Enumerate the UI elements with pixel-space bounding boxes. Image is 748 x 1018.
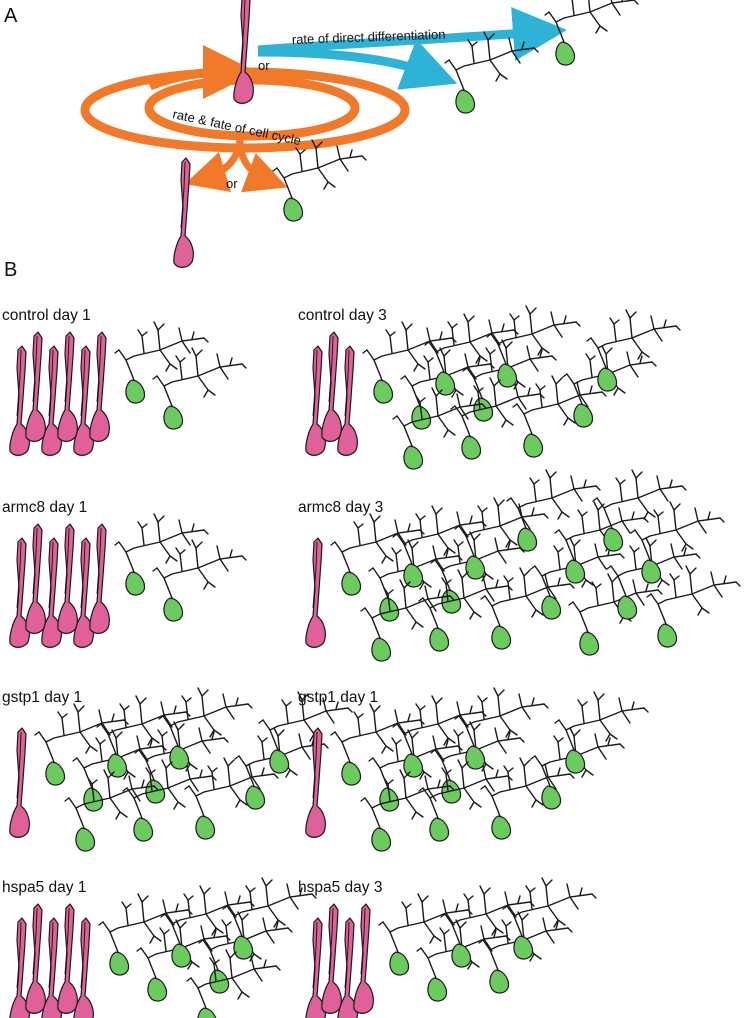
group-label: armc8 day 1	[2, 499, 87, 516]
progenitor-cell	[25, 903, 46, 1014]
progenitor-cell	[57, 903, 78, 1014]
progenitor-cell	[9, 345, 30, 456]
progenitor-cell	[73, 345, 94, 456]
progenitor-cell	[337, 345, 358, 456]
progenitor-cell	[73, 537, 94, 648]
direct-differentiation-label: rate of direct differentiation	[292, 27, 446, 47]
panel-b-letter: B	[4, 259, 17, 281]
progenitor-cell	[57, 331, 78, 442]
progenitor-cell	[305, 345, 326, 456]
neuron-cell	[114, 513, 209, 596]
group-label: control day 1	[2, 307, 91, 324]
direct-arrow-short	[257, 39, 458, 90]
progenitor-cell	[89, 523, 110, 634]
neuron-cell	[186, 949, 281, 1018]
group-4: armc8 day 3	[298, 469, 741, 662]
neuron-cell	[114, 321, 209, 404]
group-label: gstp1 day 1	[2, 689, 82, 706]
progenitor-cell	[305, 537, 326, 648]
group-label: control day 3	[298, 307, 387, 324]
neuron-cell	[554, 691, 649, 774]
progenitor-cell	[89, 331, 110, 442]
group-3: armc8 day 1	[2, 499, 247, 648]
progenitor-cell-a-top	[233, 0, 254, 104]
progenitor-cell	[353, 903, 374, 1014]
neuron-cell	[502, 877, 597, 960]
progenitor-cell	[41, 537, 62, 648]
group-label: gstp1 day 1	[298, 689, 378, 706]
neuron-cell	[554, 501, 649, 584]
group-5: gstp1 day 1	[2, 687, 353, 852]
group-2: control day 3	[298, 305, 681, 470]
group-label: armc8 day 3	[298, 499, 383, 516]
progenitor-cell-a-bottom	[173, 157, 194, 268]
progenitor-cell	[321, 903, 342, 1014]
neuron-cell-a-near	[444, 31, 539, 114]
cycle-entry-arrow	[148, 45, 257, 100]
progenitor-cell	[25, 523, 46, 634]
cycle-split-right-arrow	[236, 139, 288, 193]
progenitor-cell	[9, 537, 30, 648]
panel-a-letter: A	[4, 5, 18, 27]
neuron-cell	[630, 501, 725, 584]
group-7: hspa5 day 1	[2, 877, 317, 1018]
progenitor-cell	[321, 331, 342, 442]
direct-arrows	[257, 7, 567, 90]
neuron-cell	[592, 469, 687, 552]
progenitor-cell	[25, 331, 46, 442]
neuron-cell-a-far	[544, 0, 639, 66]
group-6: gstp1 day 1	[298, 687, 649, 852]
group-label: hspa5 day 1	[2, 879, 86, 896]
or-label-bottom: or	[226, 176, 238, 191]
neuron-cell-a-bottom	[272, 139, 367, 222]
progenitor-cell	[57, 523, 78, 634]
group-label: hspa5 day 3	[298, 879, 382, 896]
group-panels: control day 1 control day 3 armc8 day 1 arm…	[2, 305, 741, 1018]
progenitor-cell	[41, 345, 62, 456]
or-label-top: or	[258, 58, 270, 73]
neuron-cell	[586, 309, 681, 392]
progenitor-cell	[9, 727, 30, 838]
direct-arrow-long	[257, 7, 567, 61]
group-8: hspa5 day 3	[298, 877, 597, 1018]
group-1: control day 1	[2, 307, 247, 456]
